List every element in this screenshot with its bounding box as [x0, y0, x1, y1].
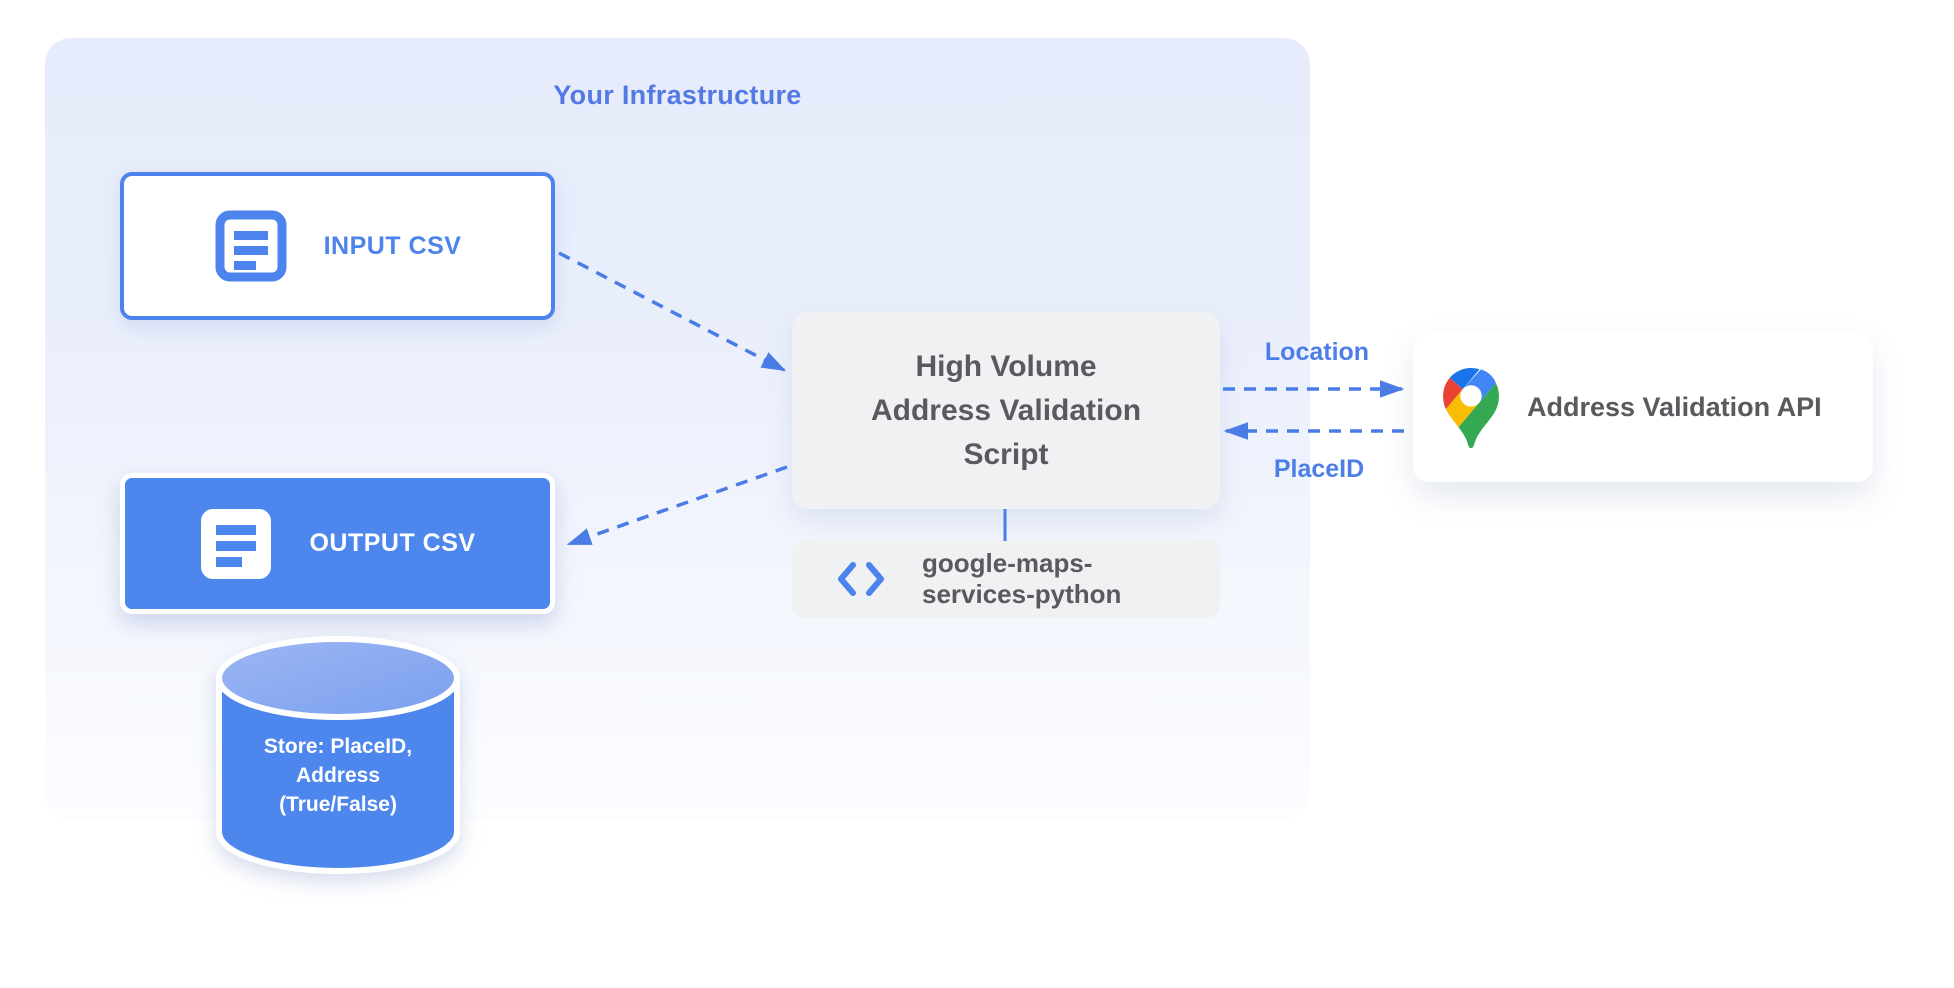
api-node: Address Validation API: [1413, 333, 1873, 482]
datastore-label: Store: PlaceID, Address (True/False): [213, 732, 463, 819]
output-csv-label: OUTPUT CSV: [309, 529, 476, 557]
input-csv-node: INPUT CSV: [120, 172, 555, 320]
code-icon: [836, 559, 886, 599]
edge-label-placeid: PlaceID: [1273, 455, 1365, 483]
google-maps-pin-icon: [1443, 367, 1499, 448]
datastore-line: Store: PlaceID,: [263, 735, 413, 758]
datastore-line: (True/False): [279, 793, 397, 816]
script-line: Script: [963, 437, 1049, 471]
document-icon: [199, 508, 273, 580]
database-cylinder: [213, 633, 463, 878]
input-csv-label: INPUT CSV: [323, 231, 462, 260]
library-line: services-python: [922, 579, 1122, 609]
script-line: High Volume: [915, 349, 1097, 383]
infrastructure-title: Your Infrastructure: [553, 80, 802, 110]
script-node: High Volume Address Validation Script: [792, 312, 1220, 509]
datastore-line: Address: [295, 764, 381, 787]
output-csv-node: OUTPUT CSV: [120, 473, 555, 614]
library-line: google-maps-: [922, 548, 1093, 578]
edge-label-location: Location: [1264, 338, 1370, 366]
api-label: Address Validation API: [1527, 392, 1822, 422]
document-icon: [214, 210, 288, 282]
library-label: google-maps- services-python: [922, 548, 1121, 610]
script-line: Address Validation: [870, 393, 1142, 427]
library-node: google-maps- services-python: [792, 540, 1220, 618]
